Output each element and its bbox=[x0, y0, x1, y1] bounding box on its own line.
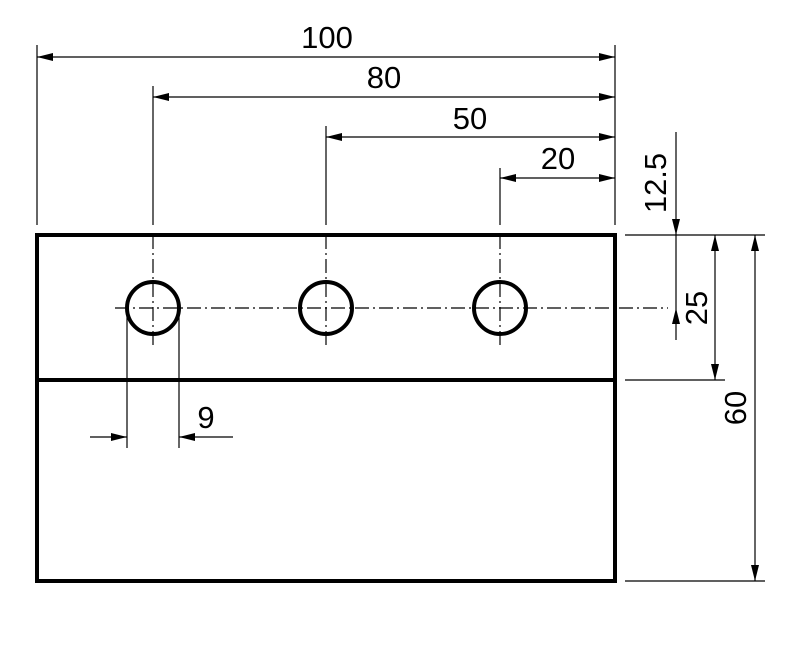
dimension-hole-row-from-top: 12.5 bbox=[638, 132, 680, 340]
dimension-overall-height: 60 bbox=[718, 235, 759, 581]
dimension-hole-3-offset-label: 20 bbox=[541, 141, 575, 176]
dimension-hole-1-offset-label: 80 bbox=[367, 60, 401, 95]
dimension-band-height-label: 25 bbox=[679, 291, 714, 325]
dimension-hole-2-offset: 50 bbox=[326, 101, 615, 141]
dimension-overall-height-label: 60 bbox=[718, 391, 753, 425]
dimension-hole-2-offset-label: 50 bbox=[453, 101, 487, 136]
dimension-hole-3-offset: 20 bbox=[500, 141, 615, 182]
dimension-hole-diameter: 9 bbox=[90, 308, 233, 448]
dimension-hole-1-offset: 80 bbox=[153, 60, 615, 101]
dimension-hole-row-from-top-label: 12.5 bbox=[638, 153, 673, 213]
dimension-overall-width-label: 100 bbox=[301, 20, 353, 55]
dimension-band-height: 25 bbox=[679, 235, 719, 380]
dimension-hole-diameter-label: 9 bbox=[197, 400, 214, 435]
dimension-overall-width: 100 bbox=[37, 20, 615, 61]
